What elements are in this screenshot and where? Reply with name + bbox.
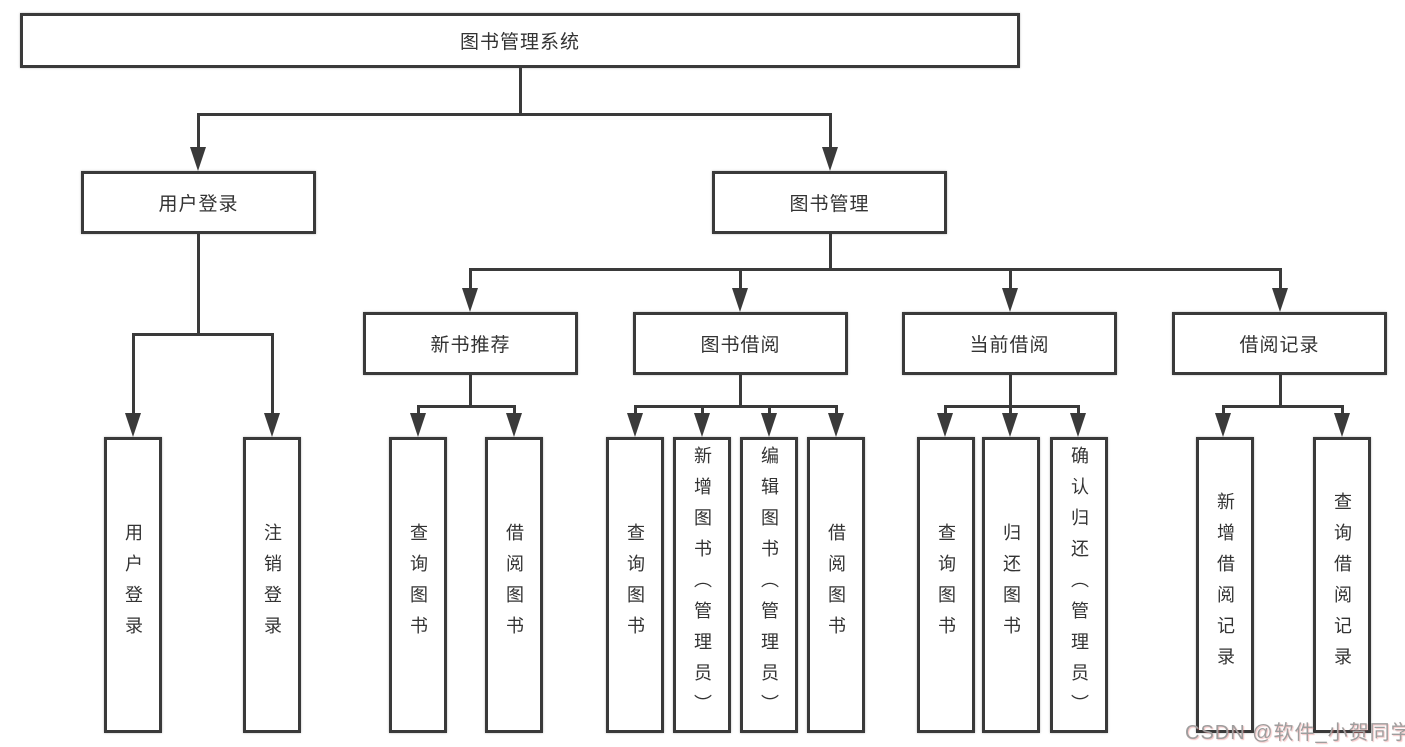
node-user-login-label: 用户登录 [158, 194, 239, 215]
arrow-down-icon [1334, 413, 1350, 437]
node-new-book-recommend: 新书推荐 [363, 312, 578, 375]
node-borrow-records: 借阅记录 [1172, 312, 1387, 375]
arrow-down-icon [1070, 413, 1086, 437]
leaf-confirm-return-admin: 确认归还（管理员） [1050, 437, 1108, 733]
connector-book-management-stem [828, 234, 832, 271]
leaf-query-borrow-record-label: 查询借阅记录 [1332, 492, 1352, 678]
connector-to-leaf-logout [270, 333, 274, 415]
leaf-add-borrow-record: 新增借阅记录 [1196, 437, 1254, 733]
leaf-add-book-admin: 新增图书（管理员） [673, 437, 731, 733]
leaf-user-login: 用户登录 [104, 437, 162, 733]
connector-to-current-borrow [1008, 268, 1012, 290]
node-user-login: 用户登录 [81, 171, 316, 234]
node-book-borrow: 图书借阅 [633, 312, 848, 375]
connector-current-borrow-stem [1008, 375, 1012, 408]
arrow-down-icon [462, 288, 478, 312]
connector-book-management-bar [468, 268, 1282, 271]
leaf-add-book-admin-label: 新增图书（管理员） [692, 445, 712, 725]
connector-to-leaf [767, 405, 771, 417]
node-book-management-label: 图书管理 [789, 194, 870, 215]
leaf-logout-label: 注销登录 [262, 523, 282, 647]
connector-to-book-borrow [738, 268, 742, 290]
arrow-down-icon [822, 147, 838, 171]
arrow-down-icon [1215, 413, 1231, 437]
arrow-down-icon [732, 288, 748, 312]
connector-to-leaf [512, 405, 516, 417]
node-book-management: 图书管理 [712, 171, 947, 234]
connector-to-leaf [1008, 405, 1012, 417]
connector-to-leaf [416, 405, 420, 417]
connector-new-book-recommend-bar [416, 405, 516, 408]
leaf-borrow-books: 借阅图书 [807, 437, 865, 733]
connector-root-to-book-management [828, 113, 832, 149]
arrow-down-icon [264, 413, 280, 437]
leaf-user-login-label: 用户登录 [123, 523, 143, 647]
arrow-down-icon [1002, 288, 1018, 312]
node-root-label: 图书管理系统 [459, 32, 580, 53]
arrow-down-icon [761, 413, 777, 437]
leaf-borrow-books-label: 借阅图书 [826, 523, 846, 647]
leaf-query-books-borrow: 查询图书 [606, 437, 664, 733]
leaf-edit-book-admin: 编辑图书（管理员） [740, 437, 798, 733]
connector-to-leaf [1221, 405, 1225, 417]
arrow-down-icon [627, 413, 643, 437]
connector-to-leaf [943, 405, 947, 417]
connector-to-leaf [834, 405, 838, 417]
connector-root-stem [518, 65, 522, 113]
connector-to-leaf [1076, 405, 1080, 417]
connector-book-borrow-stem [738, 375, 742, 408]
arrow-down-icon [694, 413, 710, 437]
leaf-borrow-books-recommend-label: 借阅图书 [504, 523, 524, 647]
node-book-borrow-label: 图书借阅 [700, 335, 781, 356]
arrow-down-icon [506, 413, 522, 437]
connector-new-book-recommend-stem [468, 375, 472, 408]
connector-borrow-records-stem [1278, 375, 1282, 408]
arrow-down-icon [828, 413, 844, 437]
leaf-return-book: 归还图书 [982, 437, 1040, 733]
arrow-down-icon [190, 147, 206, 171]
leaf-query-books-current: 查询图书 [917, 437, 975, 733]
arrow-down-icon [410, 413, 426, 437]
leaf-add-borrow-record-label: 新增借阅记录 [1215, 492, 1235, 678]
node-root: 图书管理系统 [20, 13, 1020, 68]
connector-book-borrow-bar [633, 405, 838, 408]
connector-root-bar [196, 113, 832, 116]
connector-to-leaf [1340, 405, 1344, 417]
connector-current-borrow-bar [943, 405, 1080, 408]
connector-to-borrow-records [1278, 268, 1282, 290]
leaf-borrow-books-recommend: 借阅图书 [485, 437, 543, 733]
leaf-edit-book-admin-label: 编辑图书（管理员） [759, 445, 779, 725]
leaf-logout: 注销登录 [243, 437, 301, 733]
node-new-book-recommend-label: 新书推荐 [430, 335, 511, 356]
connector-user-login-stem [196, 234, 200, 335]
node-current-borrow-label: 当前借阅 [969, 335, 1050, 356]
node-current-borrow: 当前借阅 [902, 312, 1117, 375]
node-borrow-records-label: 借阅记录 [1239, 335, 1320, 356]
leaf-query-borrow-record: 查询借阅记录 [1313, 437, 1371, 733]
leaf-confirm-return-admin-label: 确认归还（管理员） [1069, 445, 1089, 725]
arrow-down-icon [937, 413, 953, 437]
leaf-query-books-recommend: 查询图书 [389, 437, 447, 733]
connector-root-to-user-login [196, 113, 200, 149]
leaf-return-book-label: 归还图书 [1001, 523, 1021, 647]
connector-to-leaf [700, 405, 704, 417]
connector-to-leaf-user-login [131, 333, 135, 415]
leaf-query-books-borrow-label: 查询图书 [625, 523, 645, 647]
connector-to-leaf [633, 405, 637, 417]
leaf-query-books-current-label: 查询图书 [936, 523, 956, 647]
arrow-down-icon [1272, 288, 1288, 312]
leaf-query-books-recommend-label: 查询图书 [408, 523, 428, 647]
connector-borrow-records-bar [1221, 405, 1344, 408]
csdn-watermark: CSDN @软件_小贺同学 [1185, 722, 1405, 744]
connector-to-new-book-recommend [468, 268, 472, 290]
connector-user-login-bar [131, 333, 274, 336]
arrow-down-icon [1002, 413, 1018, 437]
arrow-down-icon [125, 413, 141, 437]
